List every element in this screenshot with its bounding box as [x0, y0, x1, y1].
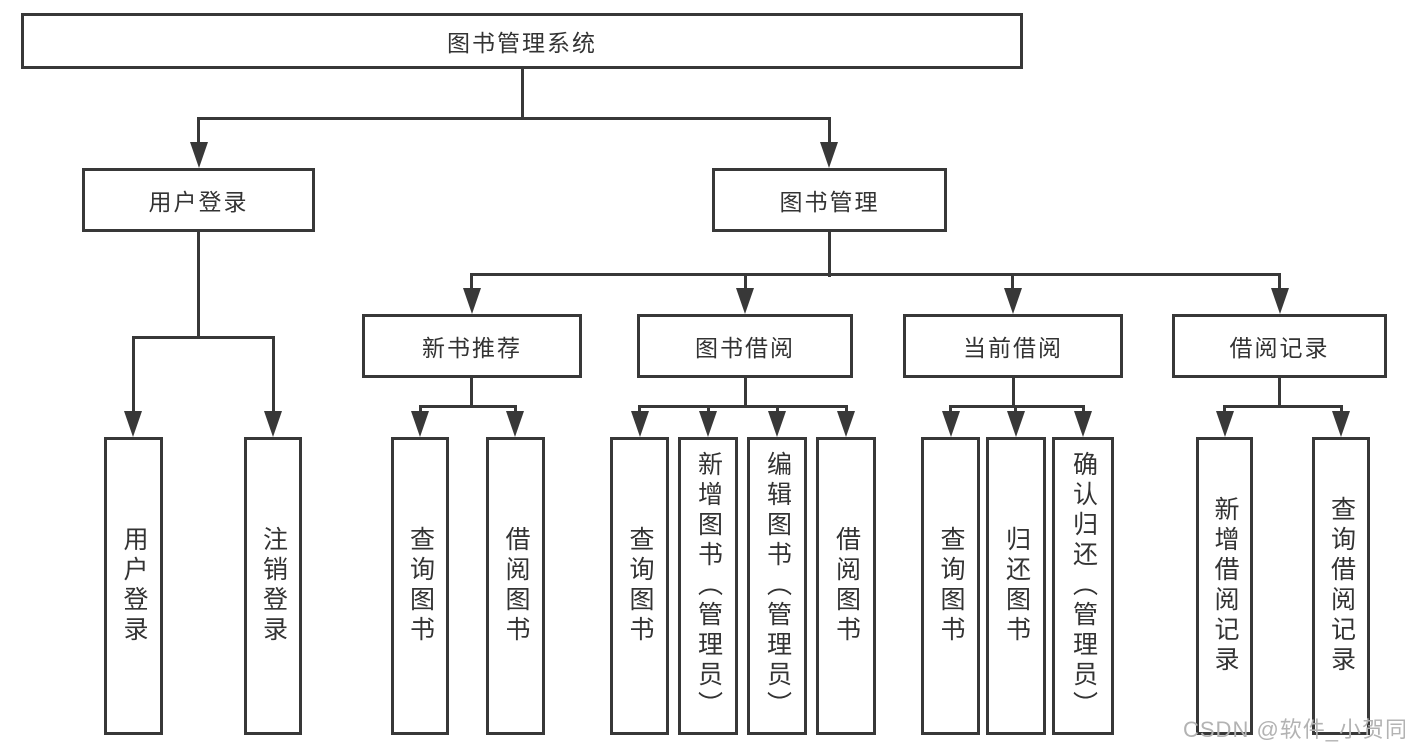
- node-label: 图书管理: [779, 189, 880, 215]
- node-borrow-records: 借阅记录: [1172, 314, 1387, 378]
- connector-stub: [707, 405, 710, 415]
- connector-mgmt-stub-1: [470, 273, 473, 291]
- connector-stub: [419, 405, 422, 415]
- leaf-query-books-borrow: 查询图书: [610, 437, 669, 735]
- leaf-confirm-return-admin: 确认归还（管理员）: [1052, 437, 1114, 735]
- connector-borrow-hline: [638, 405, 847, 408]
- connector-mgmt-stub-4: [1278, 273, 1281, 291]
- arrow-down-icon: [506, 411, 524, 437]
- leaf-label: 用户登录: [120, 526, 148, 646]
- leaf-label: 查询借阅记录: [1327, 496, 1356, 676]
- connector-root-hline: [197, 117, 831, 120]
- connector-stub: [1014, 405, 1017, 415]
- arrow-down-icon: [820, 142, 838, 168]
- leaf-label: 新增图书（管理员）: [694, 451, 723, 721]
- connector-mgmt-stub-2: [744, 273, 747, 291]
- connector-login-vline: [197, 232, 200, 339]
- node-label: 当前借阅: [963, 335, 1063, 361]
- connector-mgmt-vline: [828, 232, 831, 277]
- leaf-user-login: 用户登录: [104, 437, 163, 735]
- connector-mgmt-hline: [471, 273, 1281, 276]
- arrow-down-icon: [264, 411, 282, 437]
- arrow-down-icon: [1004, 288, 1022, 314]
- node-label: 新书推荐: [422, 335, 522, 361]
- connector-stub: [1223, 405, 1226, 415]
- leaf-label: 借阅图书: [832, 526, 861, 646]
- connector-records-hline: [1223, 405, 1342, 408]
- leaf-logout: 注销登录: [244, 437, 302, 735]
- arrow-down-icon: [942, 411, 960, 437]
- leaf-query-books-current: 查询图书: [921, 437, 980, 735]
- leaf-label: 确认归还（管理员）: [1069, 451, 1098, 721]
- arrow-down-icon: [837, 411, 855, 437]
- connector-current-vline: [1012, 378, 1015, 408]
- leaf-add-book-admin: 新增图书（管理员）: [678, 437, 738, 735]
- arrow-down-icon: [1216, 411, 1234, 437]
- arrow-down-icon: [1074, 411, 1092, 437]
- leaf-label: 查询图书: [406, 526, 435, 646]
- node-book-management: 图书管理: [712, 168, 947, 232]
- arrow-down-icon: [736, 288, 754, 314]
- connector-mgmt-stub-3: [1011, 273, 1014, 291]
- node-label: 用户登录: [148, 189, 249, 215]
- connector-recommend-vline: [470, 378, 473, 408]
- connector-root-stub-right: [828, 117, 831, 147]
- arrow-down-icon: [631, 411, 649, 437]
- leaf-query-books-recommend: 查询图书: [391, 437, 449, 735]
- leaf-label: 编辑图书（管理员）: [763, 451, 792, 721]
- leaf-query-borrow-record: 查询借阅记录: [1312, 437, 1370, 735]
- leaf-label: 新增借阅记录: [1211, 496, 1239, 676]
- arrow-down-icon: [463, 288, 481, 314]
- connector-recommend-hline: [419, 405, 517, 408]
- connector-root-vline: [521, 69, 524, 120]
- arrow-down-icon: [190, 142, 208, 168]
- leaf-add-borrow-record: 新增借阅记录: [1196, 437, 1253, 735]
- node-current-borrow: 当前借阅: [903, 314, 1123, 378]
- arrow-down-icon: [768, 411, 786, 437]
- leaf-label: 注销登录: [259, 526, 288, 646]
- leaf-label: 查询图书: [626, 526, 654, 646]
- connector-stub: [845, 405, 848, 415]
- connector-login-stub-right: [272, 336, 275, 414]
- node-root-system: 图书管理系统: [21, 13, 1023, 69]
- connector-stub: [949, 405, 952, 415]
- leaf-label: 查询图书: [937, 526, 965, 646]
- node-label: 图书借阅: [695, 335, 795, 361]
- node-user-login: 用户登录: [82, 168, 315, 232]
- connector-root-stub-left: [197, 117, 200, 147]
- leaf-borrow-books-borrow: 借阅图书: [816, 437, 876, 735]
- watermark-text: CSDN @软件_小贺同学: [1183, 717, 1405, 742]
- connector-stub: [776, 405, 779, 415]
- leaf-return-book: 归还图书: [986, 437, 1046, 735]
- connector-stub: [1340, 405, 1343, 415]
- arrow-down-icon: [411, 411, 429, 437]
- connector-login-stub-left: [132, 336, 135, 414]
- connector-stub: [638, 405, 641, 415]
- connector-records-vline: [1278, 378, 1281, 408]
- node-label: 图书管理系统: [447, 30, 597, 56]
- connector-stub: [514, 405, 517, 415]
- arrow-down-icon: [1332, 411, 1350, 437]
- arrow-down-icon: [1007, 411, 1025, 437]
- leaf-label: 归还图书: [1002, 526, 1031, 646]
- leaf-edit-book-admin: 编辑图书（管理员）: [747, 437, 807, 735]
- arrow-down-icon: [124, 411, 142, 437]
- arrow-down-icon: [1271, 288, 1289, 314]
- leaf-borrow-books-recommend: 借阅图书: [486, 437, 545, 735]
- node-book-borrow: 图书借阅: [637, 314, 853, 378]
- connector-login-hline: [132, 336, 274, 339]
- connector-stub: [1082, 405, 1085, 415]
- arrow-down-icon: [699, 411, 717, 437]
- node-label: 借阅记录: [1229, 335, 1330, 361]
- connector-borrow-vline: [744, 378, 747, 408]
- node-new-book-recommend: 新书推荐: [362, 314, 582, 378]
- leaf-label: 借阅图书: [502, 526, 530, 646]
